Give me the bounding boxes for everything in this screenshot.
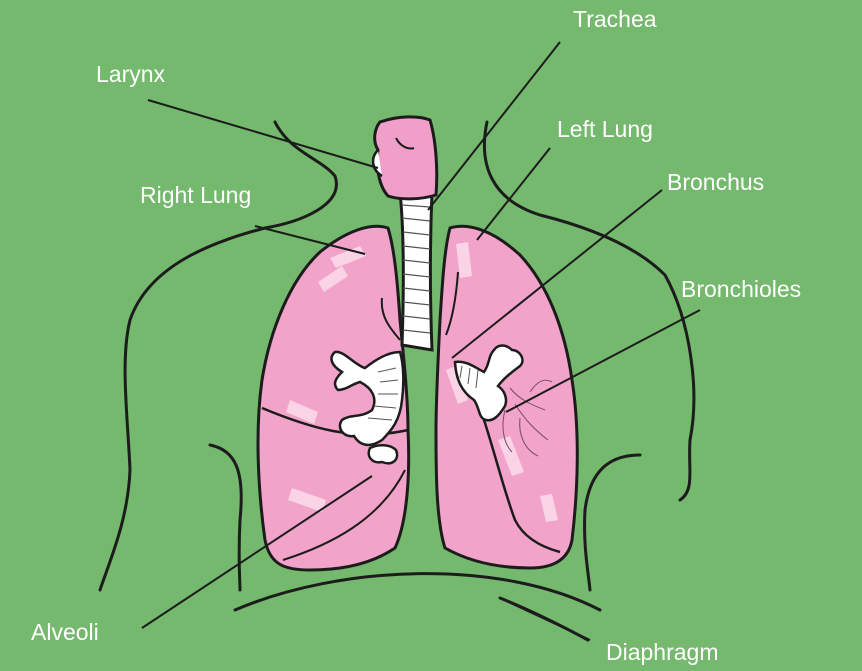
right-lung <box>258 226 409 570</box>
larynx-shape <box>375 117 437 199</box>
larynx <box>373 117 437 199</box>
left-lung-pointer <box>477 148 550 240</box>
right-lung-label: Right Lung <box>140 184 251 207</box>
trachea <box>400 192 432 350</box>
alveoli-label: Alveoli <box>31 621 99 644</box>
left-lung-label: Left Lung <box>557 118 653 141</box>
bronchioles-label: Bronchioles <box>681 278 801 301</box>
larynx-label: Larynx <box>96 63 165 86</box>
left-arm-crease <box>210 445 241 590</box>
larynx-pointer <box>148 100 378 168</box>
right-bronchiole-tip <box>369 445 397 463</box>
diaphragm-label: Diaphragm <box>606 641 719 664</box>
trachea-label: Trachea <box>573 8 657 31</box>
right-arm-crease <box>585 455 640 590</box>
trachea-tube <box>400 192 432 350</box>
left-lung <box>436 226 577 568</box>
diaphragm-pointer <box>500 598 590 640</box>
rib-line <box>235 574 600 610</box>
bronchus-label: Bronchus <box>667 171 764 194</box>
